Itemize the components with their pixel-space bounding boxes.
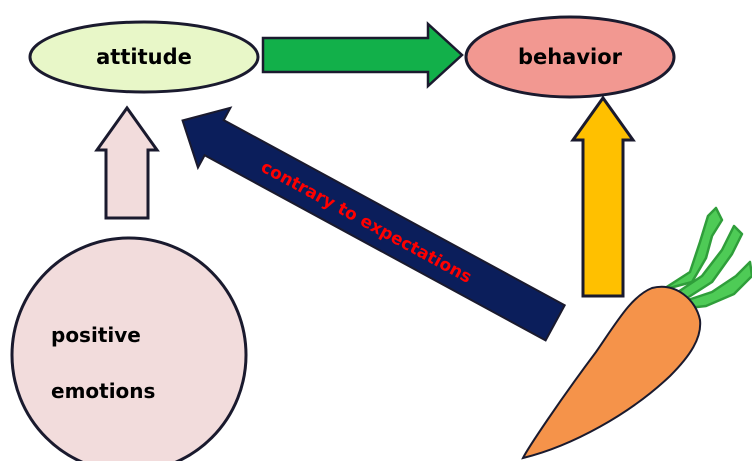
attitude-label: attitude [96, 45, 192, 69]
behavior-node [464, 15, 676, 99]
emotions-label-line1: positive [51, 323, 141, 347]
contrary-label: contrary to expectations [257, 157, 475, 288]
emotions-to-attitude-arrow [94, 105, 160, 220]
attitude-node [28, 20, 260, 94]
emotions-label-line2: emotions [51, 379, 155, 403]
emotions-node [10, 236, 248, 461]
carrot-to-behavior-arrow [570, 95, 636, 298]
attitude-to-behavior-arrow [261, 21, 464, 89]
carrot-icon [521, 206, 752, 460]
behavior-label: behavior [518, 45, 623, 69]
